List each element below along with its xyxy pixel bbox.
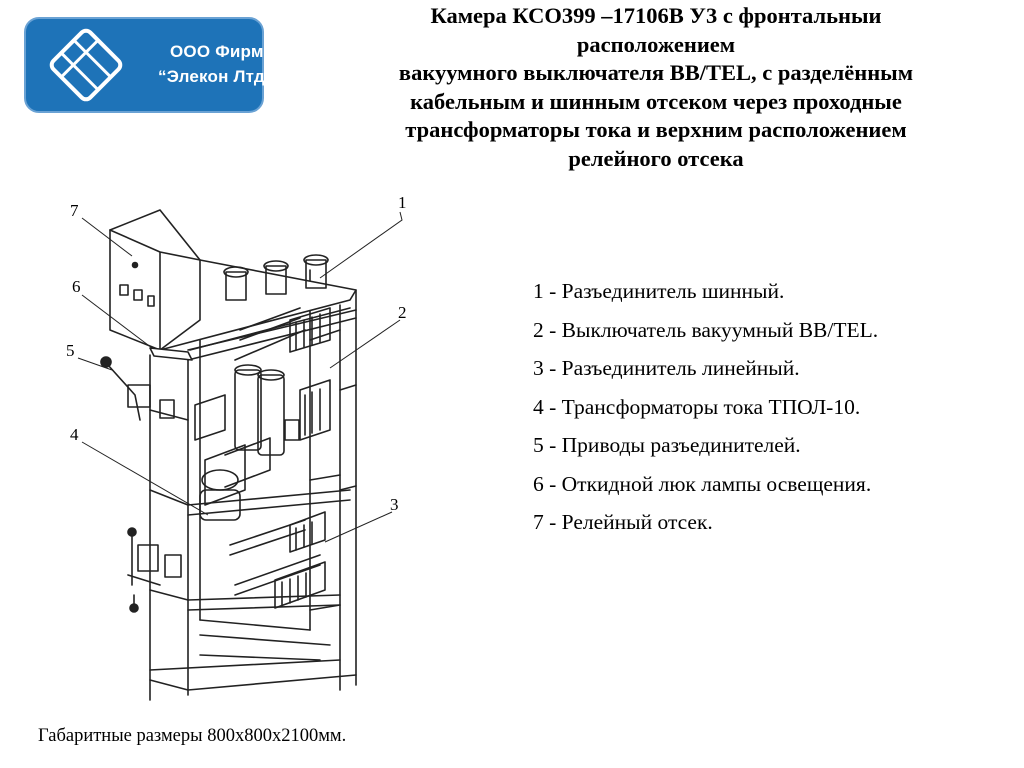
leader-1 (319, 211, 403, 279)
component-legend: 1 - Разъединитель шинный. 2 - Выключател… (533, 272, 1013, 542)
legend-item: 3 - Разъединитель линейный. (533, 356, 800, 380)
leader-7 (81, 217, 133, 257)
legend-item: 5 - Приводы разъединителей. (533, 433, 801, 457)
leader-6 (81, 294, 153, 349)
title-line: кабельным и шинным отсеком через проходн… (410, 88, 902, 114)
lamp-hatch (149, 347, 193, 361)
title-line: вакуумного выключателя ВВ/TEL, с разделё… (398, 60, 914, 86)
dimensions-caption: Габаритные размеры 800х800х2100мм. (38, 726, 347, 746)
vacuum-breaker (234, 364, 331, 456)
legend-item: 6 - Откидной люк лампы освещения. (533, 471, 872, 496)
callout-2: 2 (398, 303, 407, 322)
leader-3 (324, 511, 393, 543)
callout-1: 1 (398, 193, 407, 212)
logo-company-line-1: ООО Фирма (170, 42, 274, 61)
title-line: трансформаторы тока и верхним расположен… (405, 117, 907, 143)
callout-6: 6 (72, 277, 81, 296)
title-line: расположением (576, 31, 736, 57)
legend-item: 2 - Выключатель вакуумный ВВ/TEL. (533, 317, 879, 342)
callout-3: 3 (390, 495, 399, 514)
leader-2 (329, 319, 401, 369)
legend-item: 1 - Разъединитель шинный. (533, 279, 785, 303)
callout-4: 4 (70, 425, 79, 444)
switchgear-cabinet-drawing: 7 6 5 4 1 2 3 (66, 193, 407, 701)
logo-emblem-icon (24, 17, 264, 113)
front-post-right (339, 289, 357, 691)
relay-compartment (109, 209, 201, 351)
leader-5 (77, 357, 113, 371)
legend-item: 4 - Трансформаторы тока ТПОЛ-10. (533, 394, 861, 419)
title-line: Камера КСО399 –17106В У3 с фронтальныи (430, 3, 882, 28)
line-disconnector (229, 511, 326, 609)
company-logo: ООО Фирма “Элекон Лтд” (24, 17, 273, 113)
title-line: релейного отсека (568, 145, 744, 171)
leader-4 (81, 441, 209, 516)
disconnector-drives (100, 356, 182, 613)
current-transformers (194, 394, 271, 521)
middle-shelf (187, 489, 351, 516)
callout-7: 7 (70, 201, 79, 220)
legend-item: 7 - Релейный отсек. (533, 510, 713, 534)
bus-disconnector (234, 307, 331, 361)
page-title: Камера КСО399 –17106В У3 с фронтальныи р… (316, 2, 996, 174)
front-post-left (149, 354, 189, 701)
callout-5: 5 (66, 341, 75, 360)
logo-company-line-2: “Элекон Лтд” (158, 67, 274, 86)
